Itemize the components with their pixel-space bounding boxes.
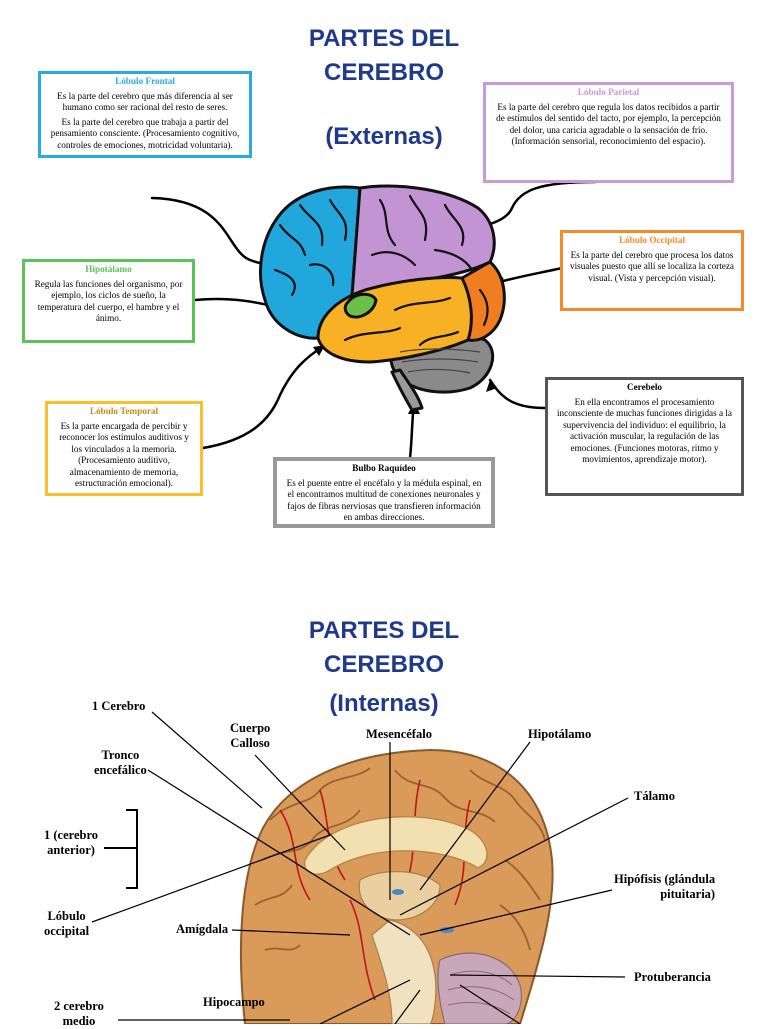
corpus-callosum-shape <box>303 815 488 876</box>
parietal-lobe-text: Es la parte del cerebro que regula los d… <box>496 101 721 147</box>
label-cerebro-anterior: 1 (cerebro anterior) <box>44 828 99 857</box>
temporal-lobe-title: Lóbulo Temporal <box>89 406 159 416</box>
parietal-lobe-box: Lóbulo Parietal Es la parte del cerebro … <box>483 82 734 183</box>
frontal-lobe-text-1: Es la parte del cerebro que más diferenc… <box>57 90 233 113</box>
internal-brainstem-shape <box>371 919 437 1024</box>
label-mesencefalo: Mesencéfalo <box>366 727 432 741</box>
internal-cerebellum-shape <box>437 952 522 1024</box>
hypothalamus-text: Regula las funciones del organismo, por … <box>34 278 183 324</box>
hypothalamus-title: Hipotálamo <box>85 264 132 274</box>
label-hipocampo: Hipocampo <box>203 995 265 1009</box>
temporal-lobe-box: Lóbulo Temporal Es la parte encargada de… <box>45 401 203 496</box>
parietal-lobe-title: Lóbulo Parietal <box>577 87 640 97</box>
medulla-text: Es el puente entre el encéfalo y la médu… <box>286 477 482 523</box>
frontal-lobe-title: Lóbulo Frontal <box>115 76 175 86</box>
label-lobulo-occipital: Lóbulo occipital <box>44 909 90 938</box>
cerebellum-box: Cerebelo En ella encontramos el procesam… <box>545 377 744 496</box>
hypothalamus-box: Hipotálamo Regula las funciones del orga… <box>22 259 195 343</box>
brainstem-shape <box>390 368 424 412</box>
label-1-cerebro: 1 Cerebro <box>92 699 146 713</box>
hypothalamus-shape <box>343 292 378 319</box>
external-title-line2: CEREBRO <box>323 59 444 86</box>
external-subtitle: (Externas) <box>325 123 443 150</box>
label-cuerpo-calloso: Cuerpo Calloso <box>230 721 271 750</box>
cerebellum-title: Cerebelo <box>626 382 663 392</box>
label-tronco-encefalico: Tronco encefálico <box>94 748 147 777</box>
label-amigdala: Amígdala <box>176 922 229 936</box>
medulla-title: Bulbo Raquídeo <box>352 463 416 473</box>
internal-title-line1: PARTES DEL <box>308 617 460 644</box>
label-protuberancia: Protuberancia <box>634 970 711 984</box>
frontal-lobe-text-2: Es la parte del cerebro que trabaja a pa… <box>50 116 240 150</box>
internal-title-line2: CEREBRO <box>323 651 444 678</box>
label-talamo: Tálamo <box>634 789 675 803</box>
temporal-lobe-text: Es la parte encargada de percibir y reco… <box>59 420 189 489</box>
external-title-line1: PARTES DEL <box>308 25 460 52</box>
internal-subtitle: (Internas) <box>329 690 439 717</box>
label-hipotalamo: Hipotálamo <box>528 727 592 741</box>
label-cerebro-medio: 2 cerebro medio <box>54 999 104 1028</box>
occipital-lobe-title: Lóbulo Occipital <box>618 235 686 245</box>
occipital-lobe-text: Es la parte del cerebro que procesa los … <box>569 249 735 283</box>
frontal-lobe-box: Lóbulo Frontal Es la parte del cerebro q… <box>38 71 252 158</box>
occipital-lobe-box: Lóbulo Occipital Es la parte del cerebro… <box>560 230 744 311</box>
cerebellum-text: En ella encontramos el procesamiento inc… <box>556 396 732 465</box>
thalamus-shape <box>358 871 441 921</box>
medulla-box: Bulbo Raquídeo Es el puente entre el enc… <box>273 457 495 528</box>
label-hipofisis: Hipófisis (glándula pituitaria) <box>614 872 716 901</box>
